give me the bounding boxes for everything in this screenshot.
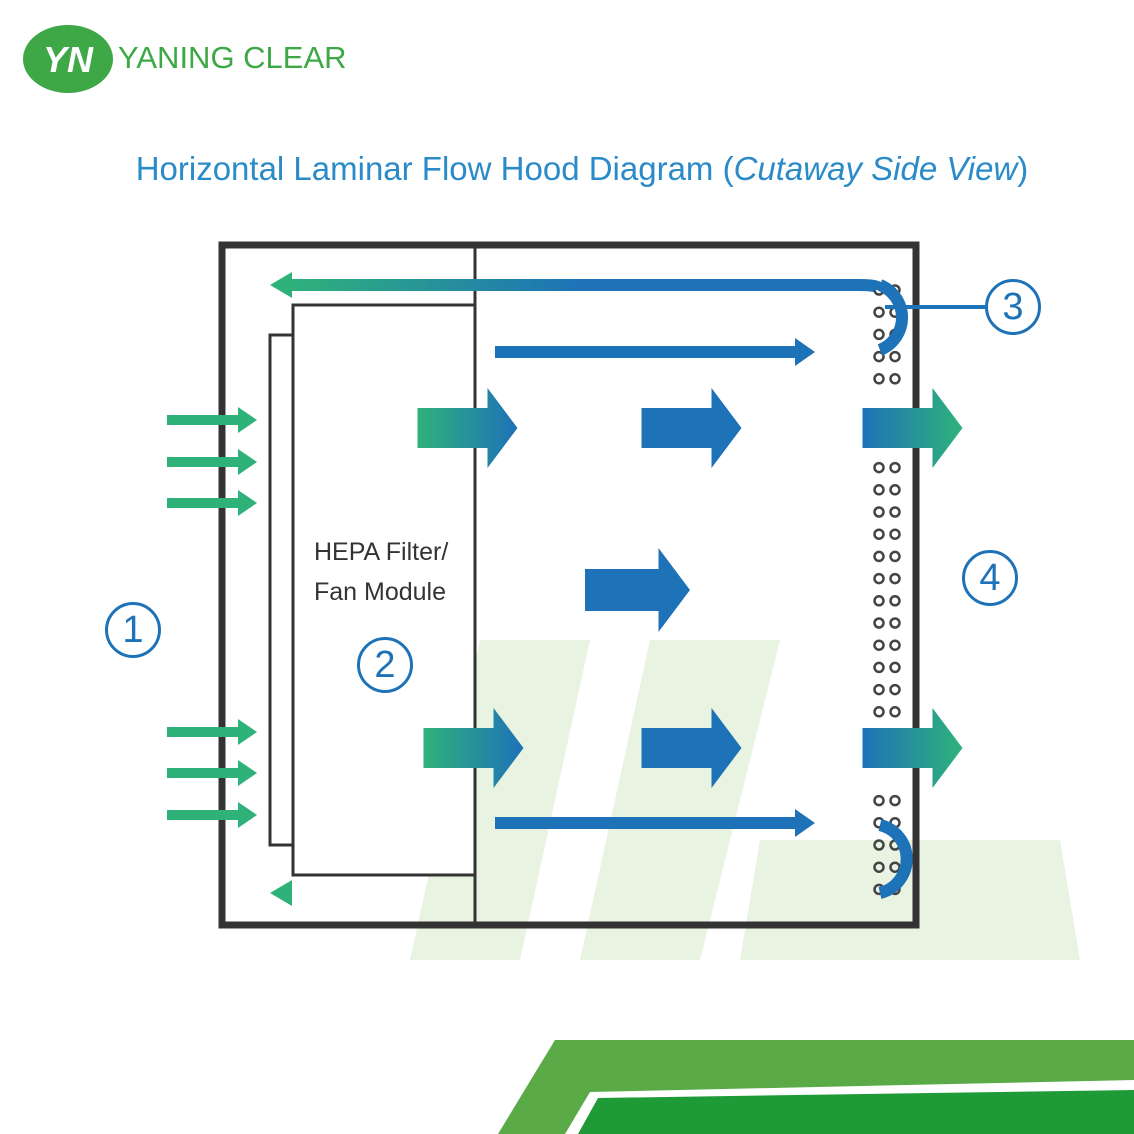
inlet-arrow	[167, 719, 257, 745]
diagram-title: Horizontal Laminar Flow Hood Diagram (Cu…	[0, 150, 1134, 188]
watermark	[410, 640, 1080, 960]
callout-1: 1	[105, 602, 161, 658]
perforation-hole	[873, 484, 885, 496]
inlet-arrow	[167, 449, 257, 475]
perforation-hole	[873, 595, 885, 607]
thin-flow-arrow-top	[495, 338, 815, 366]
perforation-hole	[889, 506, 901, 518]
perforation-hole	[889, 572, 901, 585]
perforation-hole	[873, 350, 885, 363]
perforation-hole	[889, 683, 901, 696]
perforation-hole	[873, 306, 885, 318]
perforation-hole	[889, 861, 901, 873]
hood-frame	[218, 241, 920, 929]
hepa-filter-module	[291, 303, 477, 877]
perforation-hole	[873, 572, 885, 585]
perforation-hole	[889, 484, 901, 496]
perforation-hole	[873, 661, 885, 674]
perforation-hole	[873, 861, 885, 873]
flow-arrow	[585, 548, 690, 632]
perforation-hole	[873, 461, 885, 474]
hepa-label-line1: HEPA Filter/	[314, 538, 449, 566]
return-airflow-bottom	[270, 819, 913, 906]
inlet-arrow	[167, 802, 257, 828]
prefilter	[268, 333, 295, 847]
brand-name: YANING CLEAR	[118, 40, 347, 75]
perforation-hole	[873, 373, 885, 385]
inlet-airflow	[167, 407, 257, 828]
perforation-hole	[873, 683, 885, 696]
perforation-hole	[873, 706, 885, 718]
inlet-arrow	[167, 407, 257, 433]
callout-3: 3	[985, 279, 1041, 335]
title-italic: Cutaway Side View	[733, 150, 1018, 187]
perforation-hole	[889, 639, 901, 651]
perforated-panel	[873, 284, 901, 896]
perforation-hole	[889, 373, 901, 385]
callout-4: 4	[962, 550, 1018, 606]
return-airflow-top	[270, 272, 908, 356]
perforation-hole	[889, 550, 901, 563]
title-main: Horizontal Laminar Flow Hood Diagram (	[135, 150, 734, 187]
logo-mark: YN	[23, 25, 113, 93]
thin-flow-arrow-bottom	[495, 809, 815, 837]
perforation-hole	[889, 794, 901, 807]
title-close: )	[1017, 150, 1029, 187]
perforation-hole	[873, 617, 885, 629]
perforation-hole	[873, 550, 885, 563]
callout-2: 2	[357, 637, 413, 693]
svg-text:YN: YN	[43, 39, 94, 80]
perforation-hole	[873, 328, 885, 341]
perforation-hole	[873, 794, 885, 807]
hepa-label-line2: Fan Module	[314, 578, 447, 606]
perforation-hole	[889, 461, 901, 474]
footer-band	[498, 1040, 1134, 1134]
flow-arrow	[641, 388, 742, 468]
perforation-hole	[889, 528, 901, 540]
perforation-hole	[873, 639, 885, 651]
perforation-hole	[889, 350, 901, 363]
perforation-hole	[889, 661, 901, 674]
perforation-hole	[889, 595, 901, 607]
inlet-arrow	[167, 760, 257, 786]
perforation-hole	[873, 839, 885, 851]
perforation-hole	[889, 706, 901, 718]
inlet-arrow	[167, 490, 257, 516]
perforation-hole	[889, 617, 901, 629]
perforation-hole	[873, 506, 885, 518]
perforation-hole	[873, 528, 885, 540]
